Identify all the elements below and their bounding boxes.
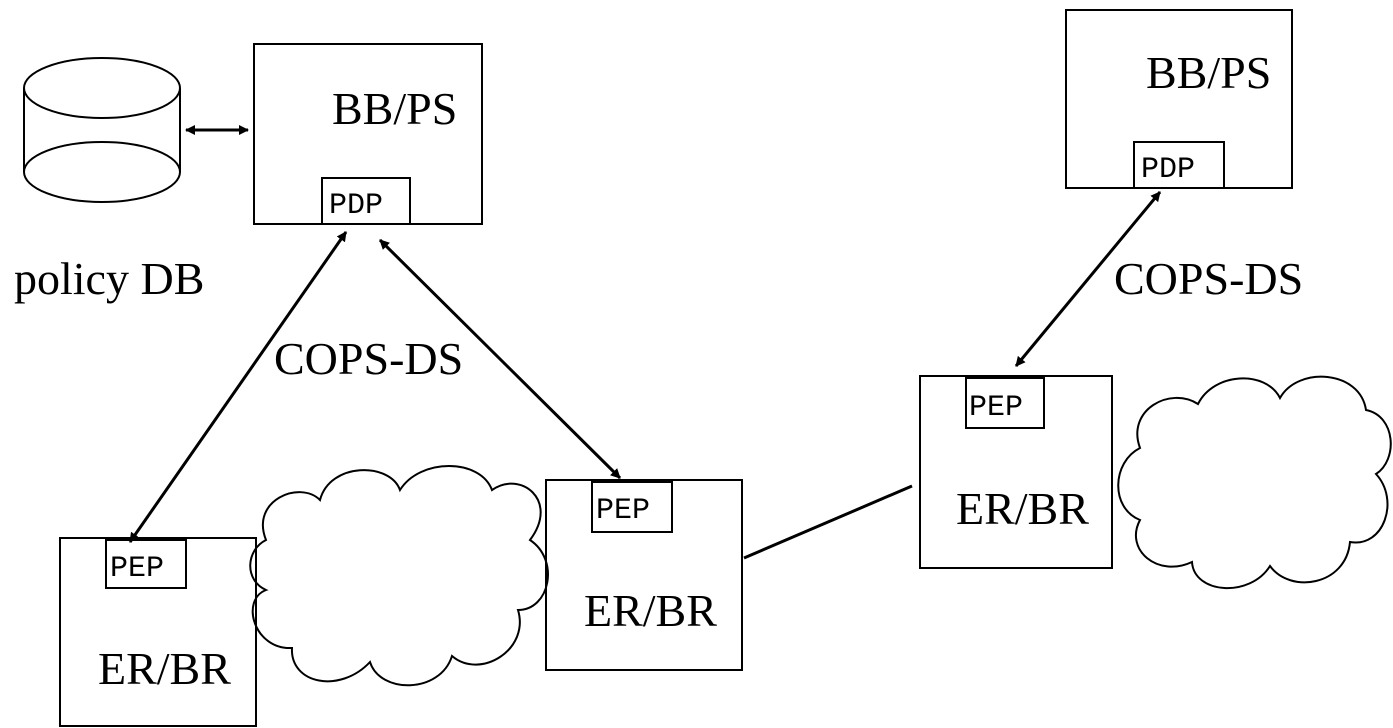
bbps-box-left: BB/PS PDP xyxy=(253,43,483,225)
cops-arrow-right xyxy=(1014,191,1162,367)
pdp-label-left: PDP xyxy=(329,189,383,223)
bbps-label-right: BB/PS xyxy=(1146,47,1271,98)
cloud-icon-left xyxy=(249,465,549,687)
erbr-label-2: ER/BR xyxy=(584,585,717,636)
policy-db-label: policy DB xyxy=(14,253,204,304)
cops-label-left: COPS-DS xyxy=(274,333,463,384)
cops-arrow-middle xyxy=(378,238,622,480)
erbr-link xyxy=(743,484,913,560)
erbr-box-3: PEP ER/BR xyxy=(919,375,1113,569)
cloud-icon-right xyxy=(1117,375,1392,589)
bbps-label-left: BB/PS xyxy=(332,83,457,134)
cops-label-right: COPS-DS xyxy=(1114,253,1303,304)
erbr-label-3: ER/BR xyxy=(956,483,1089,534)
pep-label-3: PEP xyxy=(969,391,1023,425)
pdp-label-right: PDP xyxy=(1141,153,1195,187)
pep-label-1: PEP xyxy=(110,552,164,586)
policy-db-icon xyxy=(23,57,181,203)
erbr-box-2: PEP ER/BR xyxy=(545,479,743,671)
cops-arrow-left xyxy=(128,231,348,543)
pep-label-2: PEP xyxy=(596,494,650,528)
bbps-box-right: BB/PS PDP xyxy=(1065,9,1293,189)
erbr-box-1: PEP ER/BR xyxy=(59,537,257,727)
erbr-label-1: ER/BR xyxy=(98,643,231,694)
